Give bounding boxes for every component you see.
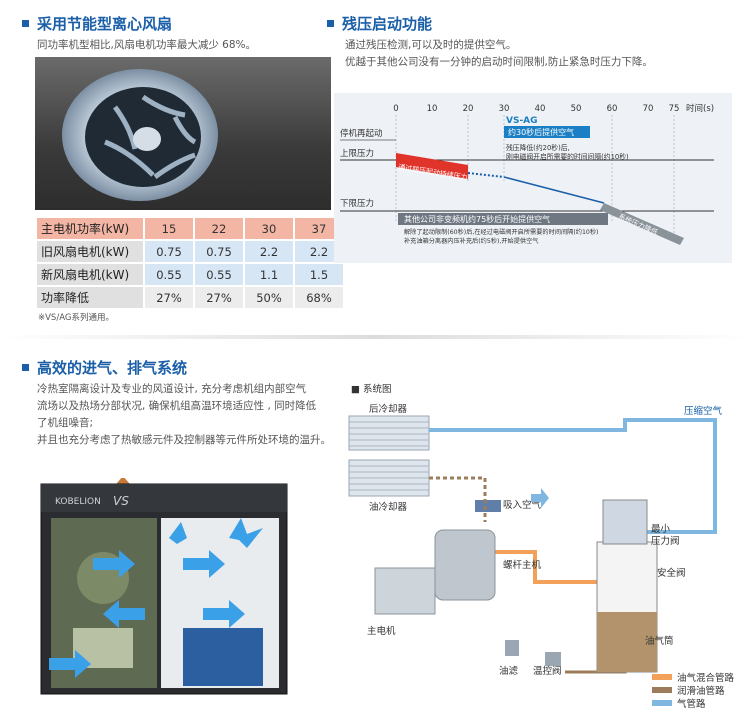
main-motor xyxy=(374,567,436,615)
table-cell: 0.75 xyxy=(145,241,193,262)
note1-line2: 刚电磁阀开启所需要的时间间隔(约10秒) xyxy=(506,152,629,161)
vsag-callout-bg xyxy=(504,126,590,138)
intake-filter xyxy=(475,500,501,512)
table-cell: 50% xyxy=(245,287,293,308)
oil-tank-label: 油气筒 xyxy=(645,635,674,647)
table-row-label: 旧风扇电机(kW) xyxy=(37,241,143,262)
table-row: 主电机功率(kW) 15 22 30 37 xyxy=(37,218,343,239)
table-row-label: 功率降低 xyxy=(37,287,143,308)
tick-label: 20 xyxy=(463,104,474,114)
legend-item: 润滑油管路 xyxy=(652,683,725,697)
other-company-line2: 补充油箱分离器内压补充后(约5秒),开始提供空气 xyxy=(404,237,538,245)
tick-label: 75 xyxy=(669,104,680,114)
label-restart: 停机再起动 xyxy=(340,128,383,139)
table-row: 旧风扇电机(kW) 0.75 0.75 2.2 2.2 xyxy=(37,241,343,262)
legend-swatch xyxy=(652,687,672,693)
table-cell: 0.55 xyxy=(145,264,193,285)
section-fan-desc: 同功率机型相比,风扇电机功率最大减少 68%。 xyxy=(37,39,257,51)
time-unit-label: 时间(s) xyxy=(686,103,714,114)
screw-host xyxy=(434,529,496,601)
tick-label: 40 xyxy=(535,104,546,114)
table-cell: 0.55 xyxy=(195,264,243,285)
other-company-bar xyxy=(398,213,608,225)
screw-host-label: 螺杆主机 xyxy=(503,559,542,571)
intake-arrow-icon xyxy=(531,488,549,508)
note1-line1: 残压降低(约20秒)后, xyxy=(506,143,570,152)
bullet-square-icon xyxy=(327,20,334,27)
tick-label: 70 xyxy=(643,104,654,114)
compressor-cabinet-illustration: KOBELION VS xyxy=(33,476,295,700)
system-diagram: ■ 系统图 后冷却器 油冷却器 压缩空气 吸入空气 螺杆主机 主电机 xyxy=(335,382,735,712)
bullet-square-icon xyxy=(22,364,29,371)
table-row: 功率降低 27% 27% 50% 68% xyxy=(37,287,343,308)
main-motor-label: 主电机 xyxy=(367,625,396,637)
table-cell: 0.75 xyxy=(195,241,243,262)
rear-cooler xyxy=(348,415,430,451)
legend-item: 油气混合管路 xyxy=(652,670,734,684)
table-cell: 2.2 xyxy=(295,241,343,262)
tick-label: 60 xyxy=(607,104,618,114)
tick-label: 50 xyxy=(571,104,582,114)
residual-pressure-banner xyxy=(396,153,468,179)
vsag-callout: 约30秒后提供空气 xyxy=(508,127,574,137)
table-cell: 68% xyxy=(295,287,343,308)
table-row-label: 主电机功率(kW) xyxy=(37,218,143,239)
legend-item: 气管路 xyxy=(652,696,706,710)
temp-valve-label: 温控阀 xyxy=(533,665,562,677)
residual-start-timeline: 0 10 20 30 40 50 60 70 75 时间(s) VS-AG 约3… xyxy=(334,93,732,263)
tick-label: 0 xyxy=(393,104,398,114)
table-cell: 1.5 xyxy=(295,264,343,285)
other-company-line1: 解除了起动限制(60秒)后,在经过电磁阀开启所需要的时间间隔(约10秒) xyxy=(404,228,598,236)
oil-filter xyxy=(505,640,519,656)
section-fan-title: 采用节能型离心风扇 xyxy=(22,13,172,34)
min-pressure-valve-label-2: 压力阀 xyxy=(651,535,680,547)
table-cell: 15 xyxy=(145,218,193,239)
centrifugal-fan-photo xyxy=(35,57,331,210)
bullet-square-icon xyxy=(22,20,29,27)
vsag-label: VS-AG xyxy=(506,116,538,126)
min-pressure-valve-label-1: 最小 xyxy=(651,524,671,535)
tick-label: 30 xyxy=(499,104,510,114)
system-pressure-drop-text: 系统压力降低 xyxy=(617,212,659,237)
compressed-air-label: 压缩空气 xyxy=(684,405,723,417)
table-footnote: ※VS/AG系列通用。 xyxy=(38,313,114,323)
rear-cooler-label: 后冷却器 xyxy=(369,403,408,415)
fan-power-table: 主电机功率(kW) 15 22 30 37 旧风扇电机(kW) 0.75 0.7… xyxy=(35,216,345,310)
table-row-label: 新风扇电机(kW) xyxy=(37,264,143,285)
label-upper-pressure: 上限压力 xyxy=(340,148,374,159)
system-diagram-title: ■ 系统图 xyxy=(351,383,392,395)
table-cell: 1.1 xyxy=(245,264,293,285)
table-cell: 27% xyxy=(145,287,193,308)
table-cell: 27% xyxy=(195,287,243,308)
table-row: 新风扇电机(kW) 0.55 0.55 1.1 1.5 xyxy=(37,264,343,285)
table-cell: 37 xyxy=(295,218,343,239)
safety-valve-label: 安全阀 xyxy=(657,567,686,579)
other-company-title: 其他公司非变频机约75秒后开始提供空气 xyxy=(404,214,550,224)
system-pressure-drop-arrow xyxy=(600,203,684,245)
oil-cooler-label: 油冷却器 xyxy=(369,501,408,513)
table-cell: 22 xyxy=(195,218,243,239)
tick-label: 10 xyxy=(427,104,438,114)
oil-filter-label: 油滤 xyxy=(499,665,519,677)
table-cell: 30 xyxy=(245,218,293,239)
table-cell: 2.2 xyxy=(245,241,293,262)
label-lower-pressure: 下限压力 xyxy=(340,198,374,209)
section-intake-desc: 冷热室隔离设计及专业的风道设计, 充分考虑机组内部空气 流场以及热场分部状况, … xyxy=(37,383,331,446)
section-intake-title: 高效的进气、排气系统 xyxy=(22,357,187,378)
model-logo-text: VS xyxy=(113,494,129,508)
brand-logo-text: KOBELION xyxy=(55,497,101,507)
section-divider xyxy=(0,335,750,339)
section-residual-desc: 通过残压检测,可以及时的提供空气。 优越于其他公司没有一分钟的启动时间限制,防止… xyxy=(345,39,653,68)
legend-swatch xyxy=(652,674,672,680)
fan-illustration xyxy=(62,69,218,201)
temp-control-valve xyxy=(545,652,561,666)
section-residual-title: 残压启动功能 xyxy=(327,13,432,34)
legend-swatch xyxy=(652,700,672,706)
